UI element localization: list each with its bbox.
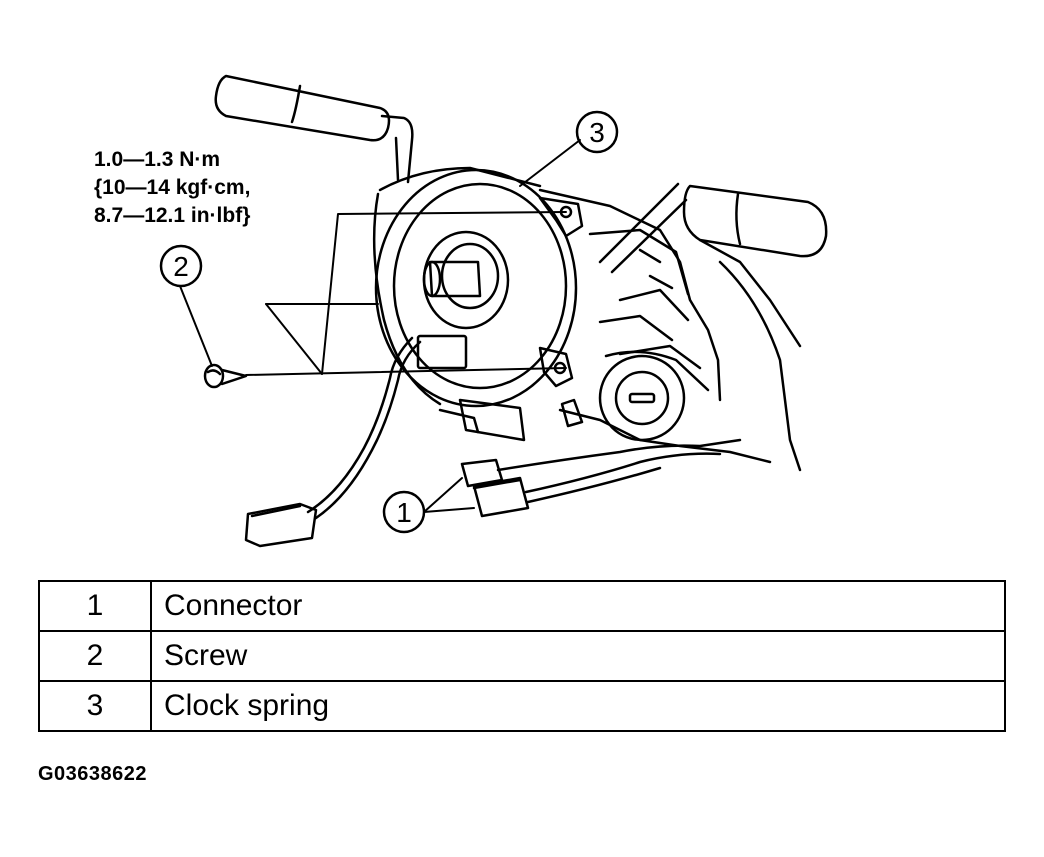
clock-spring-lead-connector xyxy=(244,334,468,548)
legend-row: 3 Clock spring xyxy=(38,680,1006,732)
legend-label: Connector xyxy=(150,580,1006,632)
legend-row: 1 Connector xyxy=(38,580,1006,632)
right-stalk-lever xyxy=(598,182,828,274)
callout-3: 3 xyxy=(575,110,619,154)
combination-switch-body xyxy=(538,188,802,472)
connector-pair xyxy=(460,438,742,518)
torque-spec-line-3: 8.7—12.1 in·lbf} xyxy=(94,204,251,227)
callout-2-label: 2 xyxy=(173,251,189,282)
leader-lines xyxy=(179,139,581,513)
callout-1: 1 xyxy=(382,490,426,534)
clock-spring-illustration: 1 2 3 xyxy=(159,74,828,548)
legend-label: Clock spring xyxy=(150,680,1006,732)
callout-1-label: 1 xyxy=(396,497,412,528)
left-stalk-lever xyxy=(214,74,414,184)
parts-legend-table: 1 Connector 2 Screw 3 Clock spring xyxy=(38,580,1006,732)
legend-number: 3 xyxy=(38,680,152,732)
legend-label: Screw xyxy=(150,630,1006,682)
legend-number: 1 xyxy=(38,580,152,632)
ignition-lock xyxy=(598,350,710,442)
legend-number: 2 xyxy=(38,630,152,682)
torque-spec-line-2: {10—14 kgf·cm, xyxy=(94,176,251,199)
callout-2: 2 xyxy=(159,244,203,288)
figure-code: G03638622 xyxy=(38,763,148,785)
torque-spec-line-1: 1.0—1.3 N·m xyxy=(94,148,221,171)
screw xyxy=(203,363,248,389)
callout-3-label: 3 xyxy=(589,117,605,148)
torque-spec: 1.0—1.3 N·m {10—14 kgf·cm, 8.7—12.1 in·l… xyxy=(94,146,250,230)
legend-row: 2 Screw xyxy=(38,630,1006,682)
clock-spring xyxy=(372,166,584,442)
